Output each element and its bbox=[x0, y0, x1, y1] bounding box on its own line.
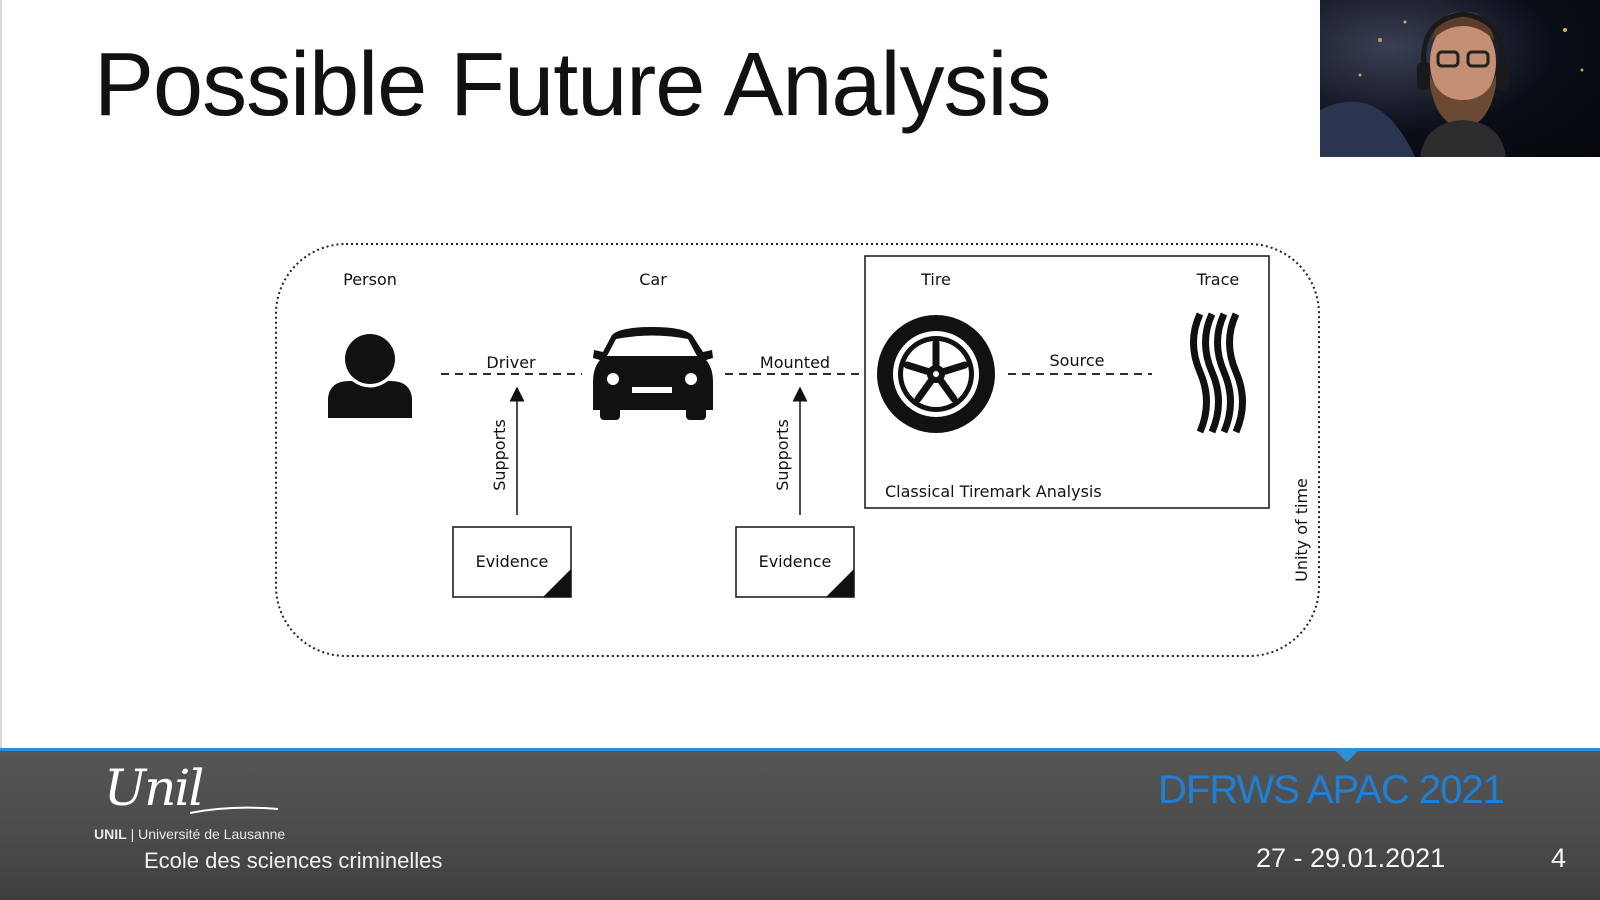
unity-of-time-label: Unity of time bbox=[1292, 478, 1311, 582]
evidence-corner-icon bbox=[543, 569, 571, 597]
presenter-video-frame bbox=[1320, 11, 1584, 157]
presenter-webcam bbox=[1320, 0, 1600, 157]
slide-left-edge bbox=[0, 0, 2, 748]
tiremark-diagram: Person Car Tire Trace bbox=[275, 243, 1320, 657]
slide-page-number: 4 bbox=[1551, 843, 1567, 873]
supports-label-mounted: Supports bbox=[773, 419, 792, 491]
slide-footer: Unil UNIL | Université de Lausanne Ecole… bbox=[0, 748, 1600, 900]
car-icon bbox=[593, 327, 713, 420]
slide-title: Possible Future Analysis bbox=[94, 35, 1051, 135]
supports-label-driver: Supports bbox=[490, 419, 509, 491]
node-label-tire: Tire bbox=[920, 270, 951, 289]
relation-label-driver: Driver bbox=[486, 353, 536, 372]
node-label-trace: Trace bbox=[1196, 270, 1239, 289]
evidence-corner-icon bbox=[826, 569, 854, 597]
tiremark-trace-icon bbox=[1190, 312, 1246, 434]
university-full-name: | Université de Lausanne bbox=[130, 826, 286, 842]
unil-abbreviation: UNIL bbox=[94, 826, 127, 842]
classical-analysis-label: Classical Tiremark Analysis bbox=[885, 482, 1102, 501]
evidence-box-mounted: Evidence bbox=[735, 526, 855, 598]
school-name: Ecole des sciences criminelles bbox=[144, 848, 443, 873]
evidence-label-driver: Evidence bbox=[476, 552, 549, 571]
unil-logo: Unil bbox=[104, 759, 204, 817]
university-name: UNIL | Université de Lausanne bbox=[94, 826, 285, 842]
conference-name: DFRWS APAC 2021 bbox=[1158, 768, 1505, 812]
tire-icon bbox=[877, 315, 995, 433]
classical-analysis-box bbox=[864, 255, 1270, 509]
unity-of-time-boundary bbox=[275, 243, 1320, 657]
evidence-box-driver: Evidence bbox=[452, 526, 572, 598]
footer-accent-notch bbox=[1333, 748, 1361, 762]
node-label-person: Person bbox=[343, 270, 397, 289]
unil-logo-swoosh bbox=[190, 806, 279, 814]
evidence-label-mounted: Evidence bbox=[759, 552, 832, 571]
relation-label-source: Source bbox=[1050, 351, 1105, 370]
relation-label-mounted: Mounted bbox=[760, 353, 830, 372]
node-label-car: Car bbox=[639, 270, 667, 289]
person-icon bbox=[328, 334, 412, 418]
conference-dates: 27 - 29.01.2021 bbox=[1256, 843, 1446, 873]
